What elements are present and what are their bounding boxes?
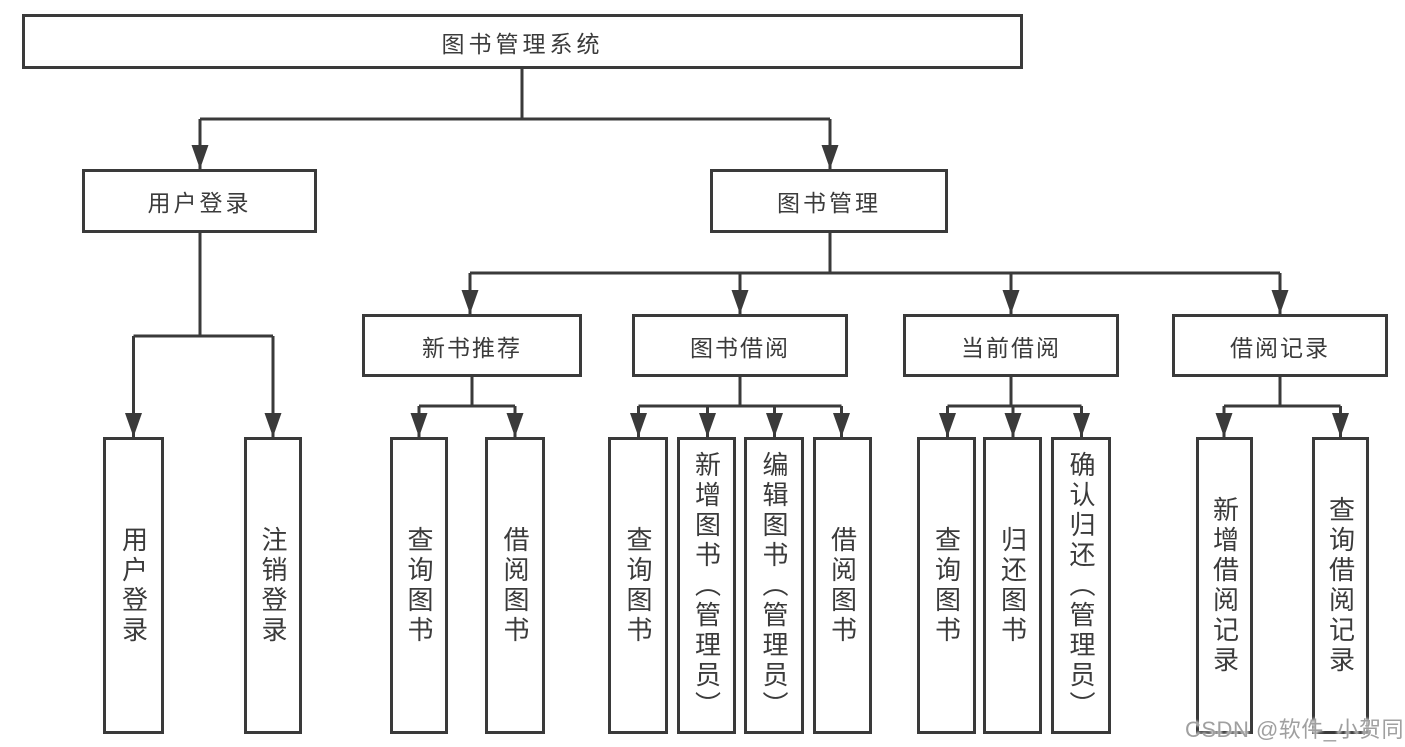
leaf-edit-books-admin-label: 编辑图书（管理员） (759, 450, 789, 721)
node-book-management: 图书管理 (710, 169, 948, 233)
connector-trunk-lines (133, 68, 1341, 408)
leaf-confirm-return-admin-label: 确认归还（管理员） (1066, 450, 1096, 721)
csdn-watermark: CSDN @软件_小贺同学 (1185, 717, 1405, 742)
node-user-login: 用户登录 (82, 169, 317, 233)
leaf-logout: 注销登录 (244, 437, 302, 734)
leaf-borrowing-query-books-label: 查询图书 (623, 525, 653, 646)
node-book-management-label: 图书管理 (777, 190, 881, 216)
leaf-newbooks-query-books: 查询图书 (390, 437, 448, 734)
leaf-newbooks-borrow-books-label: 借阅图书 (500, 525, 530, 646)
leaf-add-books-admin: 新增图书（管理员） (677, 437, 736, 734)
leaf-query-borrow-record-label: 查询借阅记录 (1325, 495, 1356, 676)
leaf-add-borrow-record: 新增借阅记录 (1196, 437, 1253, 734)
connector-arrow-stems (125, 119, 1349, 437)
node-book-borrowing: 图书借阅 (632, 314, 848, 377)
leaf-return-books: 归还图书 (983, 437, 1042, 734)
leaf-user-login: 用户登录 (103, 437, 164, 734)
leaf-user-login-label: 用户登录 (118, 525, 149, 646)
leaf-confirm-return-admin: 确认归还（管理员） (1051, 437, 1111, 734)
leaf-current-query-books-label: 查询图书 (931, 525, 962, 646)
leaf-current-query-books: 查询图书 (917, 437, 976, 734)
node-borrowing-records-label: 借阅记录 (1230, 334, 1330, 361)
leaf-borrowing-query-books: 查询图书 (608, 437, 668, 734)
leaf-borrowing-borrow-books-label: 借阅图书 (827, 525, 858, 646)
leaf-add-books-admin-label: 新增图书（管理员） (691, 450, 722, 721)
leaf-newbooks-borrow-books: 借阅图书 (485, 437, 545, 734)
leaf-query-borrow-record: 查询借阅记录 (1312, 437, 1369, 734)
node-borrowing-records: 借阅记录 (1172, 314, 1388, 377)
leaf-borrowing-borrow-books: 借阅图书 (813, 437, 872, 734)
node-book-borrowing-label: 图书借阅 (690, 334, 790, 361)
leaf-return-books-label: 归还图书 (997, 525, 1028, 646)
leaf-add-borrow-record-label: 新增借阅记录 (1209, 495, 1240, 676)
node-current-borrowing: 当前借阅 (903, 314, 1119, 377)
node-new-book-recommend: 新书推荐 (362, 314, 582, 377)
node-library-management-system: 图书管理系统 (22, 14, 1023, 69)
leaf-edit-books-admin: 编辑图书（管理员） (744, 437, 804, 734)
node-library-management-system-label: 图书管理系统 (441, 30, 604, 57)
node-current-borrowing-label: 当前借阅 (961, 334, 1061, 361)
leaf-logout-label: 注销登录 (258, 525, 288, 646)
node-new-book-recommend-label: 新书推荐 (422, 334, 522, 361)
node-user-login-label: 用户登录 (147, 190, 252, 216)
leaf-newbooks-query-books-label: 查询图书 (404, 525, 434, 646)
